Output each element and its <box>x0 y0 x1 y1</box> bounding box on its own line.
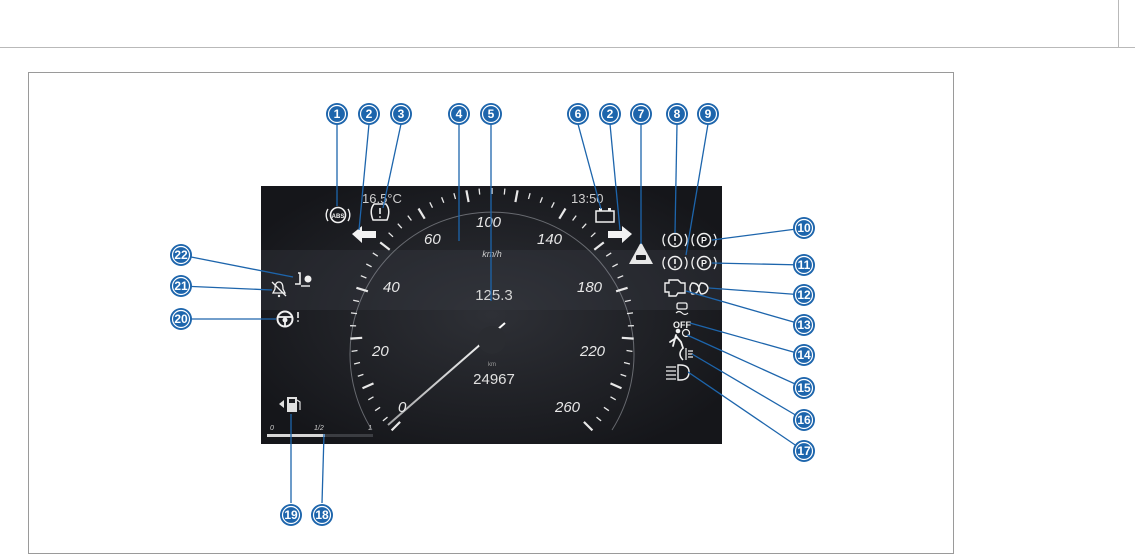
svg-text:13: 13 <box>797 318 811 332</box>
callout-marker-1: 1 <box>326 103 348 125</box>
svg-text:9: 9 <box>705 107 712 121</box>
svg-text:7: 7 <box>638 107 645 121</box>
speedometer-tick <box>352 351 358 352</box>
callout-marker-14: 14 <box>793 344 815 366</box>
callout-marker-9: 9 <box>697 103 719 125</box>
speedometer-tick <box>627 351 633 352</box>
callout-marker-21: 21 <box>170 275 192 297</box>
speed-unit-label: km/h <box>482 249 502 259</box>
callout-marker-13: 13 <box>793 314 815 336</box>
fuel-gauge-fill <box>267 434 325 437</box>
callout-marker-15: 15 <box>793 377 815 399</box>
callout-marker-6: 6 <box>567 103 589 125</box>
needle-hub <box>478 326 506 354</box>
svg-text:ABS: ABS <box>332 214 345 220</box>
svg-text:15: 15 <box>797 381 811 395</box>
svg-text:P: P <box>701 259 707 269</box>
svg-text:18: 18 <box>315 508 329 522</box>
svg-text:6: 6 <box>575 107 582 121</box>
speedometer-tick <box>622 338 634 339</box>
callout-marker-3: 3 <box>390 103 412 125</box>
speed-tick-label-140: 140 <box>537 231 563 248</box>
speed-tick-label-220: 220 <box>579 343 606 360</box>
speed-tick-label-60: 60 <box>424 231 441 248</box>
svg-text:17: 17 <box>797 444 811 458</box>
speed-tick-label-40: 40 <box>383 279 400 296</box>
svg-text:2: 2 <box>607 107 614 121</box>
callout-marker-8: 8 <box>666 103 688 125</box>
callout-marker-22: 22 <box>170 244 192 266</box>
speedometer-tick <box>479 189 480 195</box>
speed-tick-label-100: 100 <box>476 214 502 231</box>
callout-marker-20: 20 <box>170 308 192 330</box>
callout-marker-18: 18 <box>311 504 333 526</box>
svg-text:11: 11 <box>798 258 811 272</box>
fuel-scale-full: 1 <box>368 425 372 432</box>
svg-text:8: 8 <box>674 107 681 121</box>
callout-marker-2: 2 <box>599 103 621 125</box>
callout-marker-17: 17 <box>793 440 815 462</box>
speed-tick-label-260: 260 <box>554 399 581 416</box>
speedometer-tick <box>350 338 362 339</box>
svg-text:3: 3 <box>398 107 405 121</box>
svg-text:14: 14 <box>797 348 811 362</box>
digital-speed-readout: 125.3 <box>475 287 513 304</box>
callout-marker-11: 11 <box>793 254 815 276</box>
svg-text:10: 10 <box>797 221 811 235</box>
svg-text:5: 5 <box>488 107 495 121</box>
svg-text:12: 12 <box>797 288 811 302</box>
svg-text:P: P <box>701 236 707 246</box>
svg-text:16: 16 <box>797 413 811 427</box>
svg-text:22: 22 <box>174 248 188 262</box>
odometer-readout: 24967 <box>473 371 515 388</box>
speed-tick-label-180: 180 <box>577 279 603 296</box>
callout-marker-16: 16 <box>793 409 815 431</box>
callout-marker-5: 5 <box>480 103 502 125</box>
svg-text:OFF: OFF <box>673 320 691 330</box>
odometer-unit-label: km <box>488 362 496 368</box>
fuel-scale-empty: 0 <box>270 425 274 432</box>
svg-text:21: 21 <box>174 279 188 293</box>
callout-marker-12: 12 <box>793 284 815 306</box>
callout-marker-10: 10 <box>793 217 815 239</box>
speed-tick-label-20: 20 <box>371 343 389 360</box>
svg-text:1: 1 <box>334 107 341 121</box>
speedometer-tick <box>351 313 357 314</box>
svg-text:20: 20 <box>174 312 188 326</box>
svg-text:2: 2 <box>366 107 373 121</box>
speedometer-tick <box>627 313 633 314</box>
speedometer-tick <box>504 189 505 195</box>
callout-marker-4: 4 <box>448 103 470 125</box>
svg-text:19: 19 <box>284 508 298 522</box>
fuel-scale-half: 1/2 <box>314 425 324 432</box>
callout-marker-2: 2 <box>358 103 380 125</box>
svg-text:4: 4 <box>456 107 463 121</box>
callout-marker-7: 7 <box>630 103 652 125</box>
callout-marker-19: 19 <box>280 504 302 526</box>
